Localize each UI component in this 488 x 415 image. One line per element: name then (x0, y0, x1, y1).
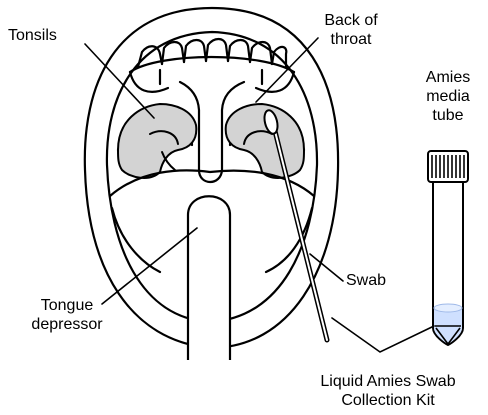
tube-label-line-2: media (417, 87, 479, 106)
tongue-depressor-line-1: Tongue (24, 296, 110, 315)
collection-kit-line-1: Liquid Amies Swab (294, 372, 482, 391)
swab-label: Swab (346, 271, 386, 290)
kit-leader (332, 318, 434, 352)
back-of-throat-label: Back of throat (318, 11, 384, 49)
tube-label: Amies media tube (417, 68, 479, 125)
tube-label-line-3: tube (417, 106, 479, 125)
tongue-depressor-line-2: depressor (24, 315, 110, 334)
tongue-depressor-label: Tongue depressor (24, 296, 110, 334)
left-tonsil (118, 104, 196, 178)
collection-kit-line-2: Collection Kit (294, 391, 482, 410)
tonsils-leader (85, 44, 154, 118)
amies-media-tube (428, 151, 468, 345)
tongue-depressor (188, 196, 230, 360)
back-of-throat-line-2: throat (318, 30, 384, 49)
tonsils-label: Tonsils (8, 26, 57, 45)
back-of-throat-line-1: Back of (318, 11, 384, 30)
tube-label-line-1: Amies (417, 68, 479, 87)
collection-kit-label: Liquid Amies Swab Collection Kit (294, 372, 482, 410)
upper-teeth (130, 57, 294, 72)
